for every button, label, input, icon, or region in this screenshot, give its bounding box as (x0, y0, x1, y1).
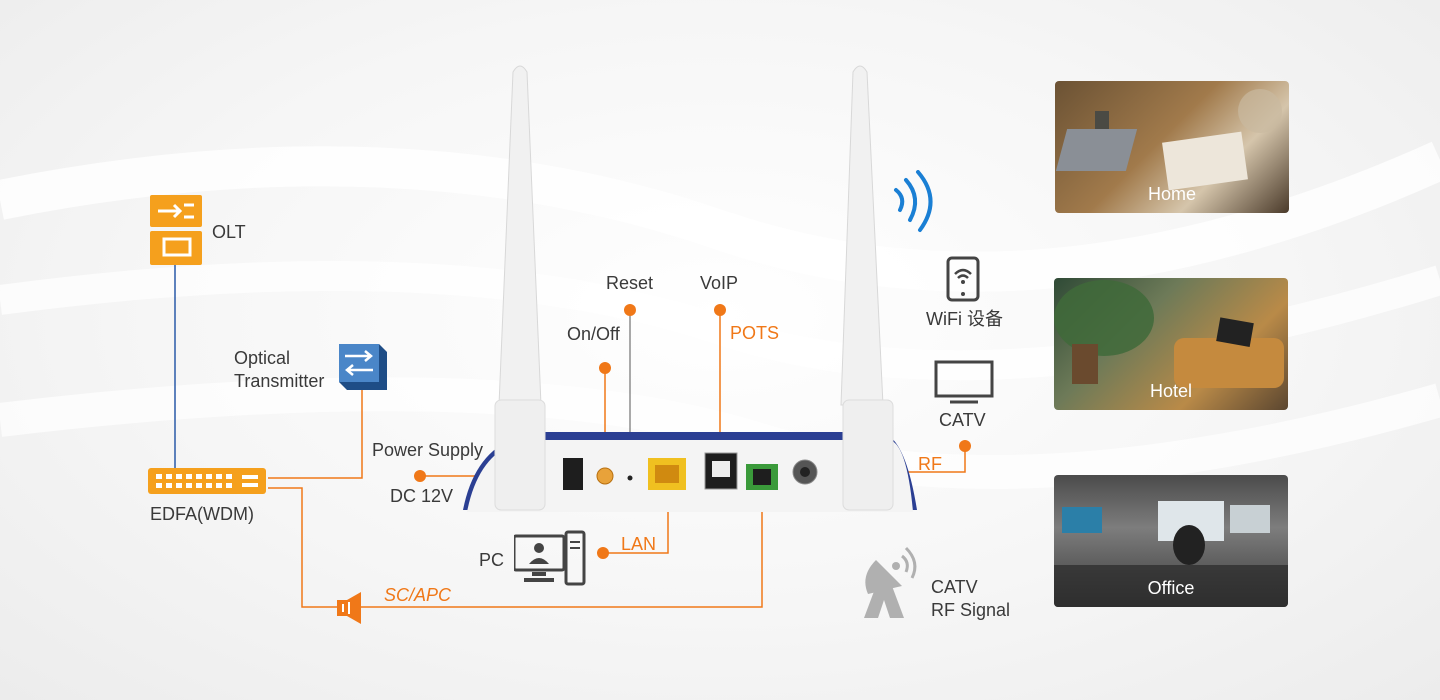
sc-apc-label: SC/APC (384, 585, 452, 605)
right-antenna-base (842, 399, 894, 511)
sc-apc-icon (337, 592, 361, 624)
scene-label-home: Home (1147, 184, 1196, 204)
onu-router (463, 65, 917, 512)
voip-label: VoIP (700, 273, 739, 293)
edfa-icon (148, 468, 266, 494)
catv-rf-signal-label: CATV RF Signal (931, 577, 1011, 621)
office-photo-icon (1054, 501, 1288, 607)
onoff-dot (599, 362, 611, 374)
rf-dot (959, 440, 971, 452)
scene-tile-hotel: Hotel (1054, 278, 1288, 410)
catv-label: CATV (939, 410, 986, 430)
onoff-button (596, 467, 614, 485)
left-antenna (498, 65, 542, 406)
scene-tile-office: Office (1054, 475, 1288, 607)
home-photo-icon (1055, 89, 1282, 191)
olt-label: OLT (212, 222, 246, 242)
olt-icon (150, 195, 202, 265)
power-supply-label: Power Supply (372, 440, 484, 460)
voip-dot (714, 304, 726, 316)
scene-label-hotel: Hotel (1149, 381, 1193, 401)
transmitter-edfa-line (268, 390, 363, 479)
lan-jack (655, 465, 679, 483)
hotel-photo-icon (1054, 280, 1284, 388)
pots-jack (712, 461, 730, 477)
wifi-wave-icon (894, 170, 933, 232)
satellite-dish-icon (864, 546, 917, 618)
reset-hole (627, 475, 633, 481)
optical-transmitter-icon (339, 344, 387, 390)
onoff-label: On/Off (567, 324, 620, 344)
left-antenna-base (494, 399, 546, 511)
reset-label: Reset (606, 273, 654, 293)
tablet-icon (946, 256, 980, 302)
lan-dot (597, 547, 609, 559)
right-antenna (840, 65, 884, 406)
pc-label: PC (479, 550, 505, 570)
edfa-label: EDFA(WDM) (150, 504, 254, 524)
reset-dot (624, 304, 636, 316)
scene-label-office: Office (1147, 578, 1195, 598)
scapc-port-line (362, 478, 763, 608)
sc-apc-jack (753, 469, 771, 485)
pc-icon (514, 530, 586, 586)
optical-transmitter-label: Optical Transmitter (234, 348, 325, 392)
scene-tile-home: Home (1055, 81, 1289, 213)
rf-label: RF (918, 454, 942, 474)
lan-label: LAN (621, 534, 657, 554)
wifi-device-label: WiFi 设备 (926, 309, 1003, 329)
tv-icon (934, 360, 994, 404)
dc-port (563, 458, 583, 490)
power-dot (414, 470, 426, 482)
pots-label: POTS (730, 323, 780, 343)
dc-label: DC 12V (390, 486, 454, 506)
edfa-scapc-line (268, 487, 362, 608)
